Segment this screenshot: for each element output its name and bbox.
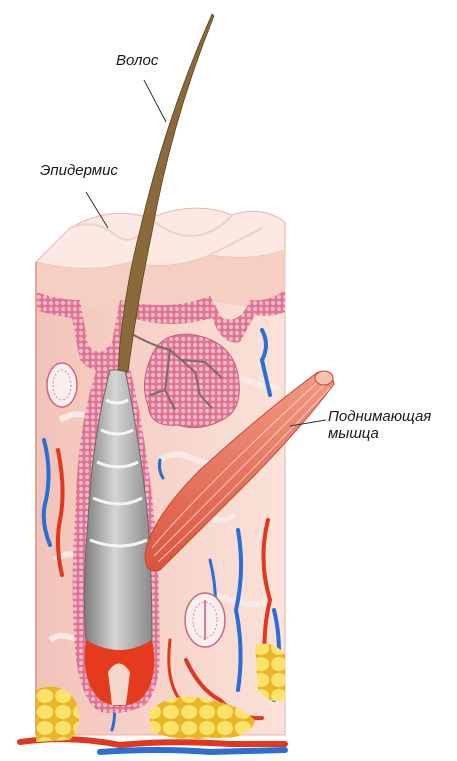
hair-leader: [144, 80, 166, 122]
sensory-corpuscle-lower: [185, 593, 225, 647]
hair-label: Волос: [116, 52, 158, 69]
sensory-corpuscle-upper: [47, 363, 77, 407]
muscle-label: Поднимающая мышца: [328, 408, 431, 442]
epidermis-label: Эпидермис: [40, 162, 118, 179]
muscle-label-line2: мышца: [328, 425, 431, 442]
muscle-label-line1: Поднимающая: [328, 408, 431, 425]
